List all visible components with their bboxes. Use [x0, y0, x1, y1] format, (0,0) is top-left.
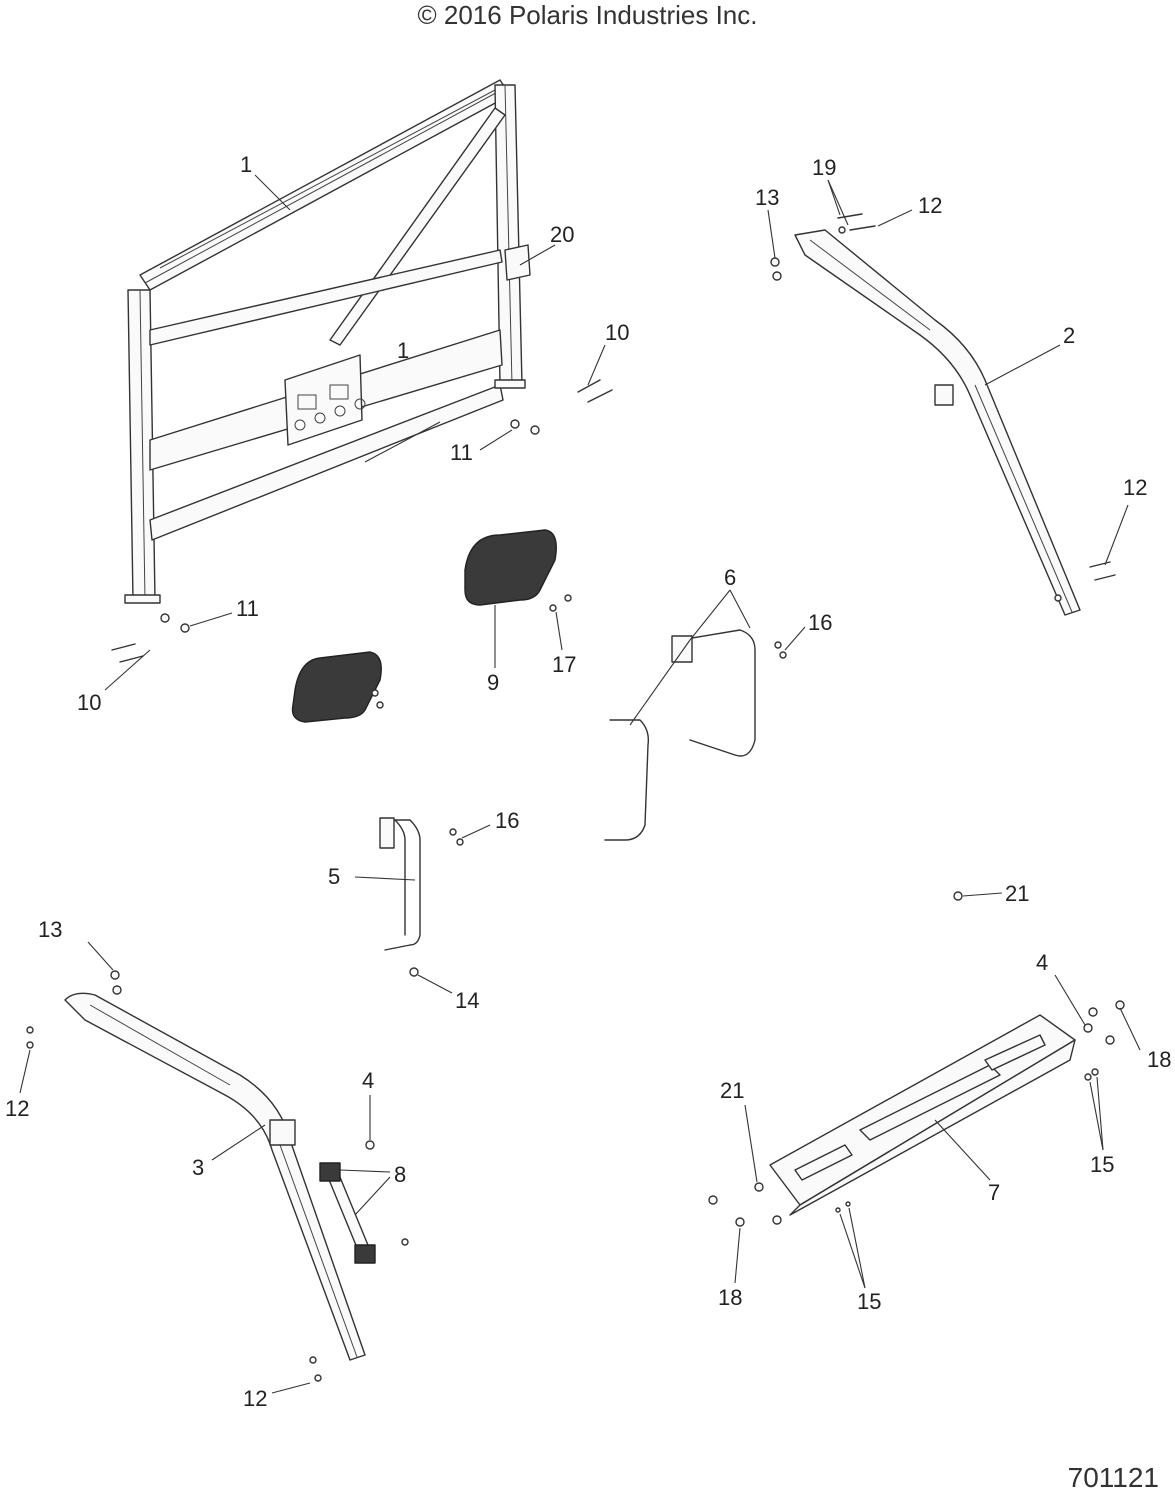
callout-label: 13	[755, 185, 779, 210]
leader-lines	[19, 174, 1141, 1394]
callout-label: 4	[1036, 950, 1048, 975]
callout-label: 13	[38, 917, 62, 942]
callout-label: 11	[450, 440, 473, 465]
callout-label: 17	[552, 652, 576, 677]
grab-bars	[379, 629, 756, 951]
callout-label: 3	[192, 1155, 204, 1180]
callout-label: 10	[605, 320, 629, 345]
callout-label: 21	[1005, 881, 1029, 906]
rear-cab-frame	[124, 79, 531, 604]
callout-label: 16	[495, 808, 519, 833]
callout-label: 6	[724, 565, 736, 590]
callout-label: 1	[397, 338, 409, 363]
callout-label: 14	[455, 988, 479, 1013]
diagram-number: 701121	[1067, 1462, 1159, 1493]
callout-label: 7	[988, 1180, 1000, 1205]
callout-label: 15	[1090, 1152, 1114, 1177]
callout-label: 16	[808, 610, 832, 635]
callout-label: 1	[240, 152, 252, 177]
callout-label: 21	[720, 1078, 744, 1103]
callout-label: 12	[5, 1096, 29, 1121]
callout-label: 12	[918, 193, 942, 218]
callout-label: 12	[243, 1386, 267, 1411]
callout-label: 5	[328, 864, 340, 889]
fasteners	[26, 213, 1125, 1382]
callout-label: 19	[812, 155, 836, 180]
right-roll-bar	[794, 229, 1081, 616]
callout-label: 12	[1123, 475, 1147, 500]
callout-label: 20	[550, 222, 574, 247]
strut-link	[319, 1162, 376, 1264]
callout-label: 9	[487, 670, 499, 695]
callout-label: 11	[236, 596, 259, 621]
callout-label: 4	[362, 1068, 374, 1093]
callout-label: 2	[1063, 323, 1075, 348]
callout-label: 18	[1147, 1047, 1171, 1072]
rear-panel	[769, 1014, 1076, 1216]
callout-label: 10	[77, 690, 101, 715]
grab-handles	[291, 529, 557, 723]
callout-label: 8	[394, 1162, 406, 1187]
copyright-notice: © 2016 Polaris Industries Inc.	[417, 0, 758, 30]
callout-label: 18	[718, 1285, 742, 1310]
callout-label: 15	[857, 1289, 881, 1314]
left-roll-bar	[64, 992, 366, 1361]
callout-labels: 1 1 20 10 11 13 19 12 2 12 11 10 9 17 6 …	[5, 152, 1171, 1411]
